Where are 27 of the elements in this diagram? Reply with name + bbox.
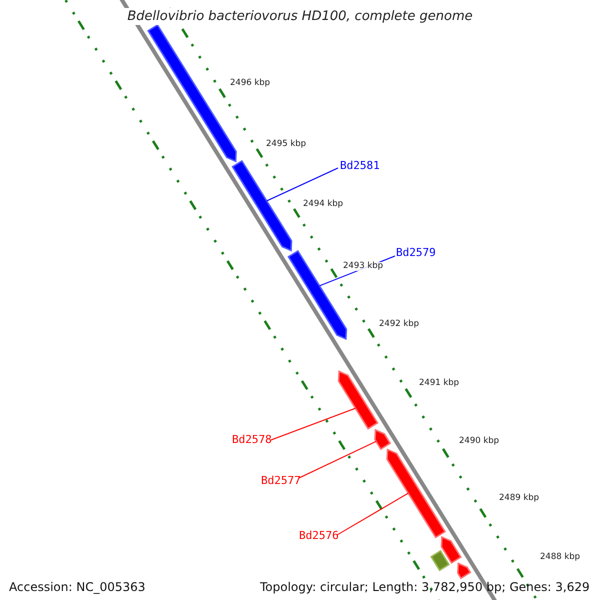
gene-block bbox=[338, 370, 379, 430]
scale-label: 2491 kbp bbox=[419, 379, 460, 388]
gene-label: Bd2578 bbox=[232, 434, 272, 445]
scale-label: 2496 kbp bbox=[230, 79, 270, 88]
scale-label: 2494 kbp bbox=[303, 200, 344, 208]
scale-label: 2489 kbp bbox=[499, 494, 540, 502]
scale-label: 2493 kbp bbox=[343, 262, 384, 270]
gene-block bbox=[386, 448, 446, 538]
scale-label: 2495 kbp bbox=[266, 140, 306, 148]
scale-label: 2490 kbp bbox=[459, 437, 500, 446]
gene-block bbox=[457, 562, 472, 580]
leader-line bbox=[336, 492, 409, 536]
gene-block bbox=[440, 536, 462, 564]
accession-text: Accession: NC_005363 bbox=[9, 581, 146, 593]
gene-block bbox=[430, 550, 450, 572]
leader-line bbox=[298, 440, 377, 478]
scale-label: 2488 kbp bbox=[540, 553, 580, 562]
gene-block bbox=[232, 160, 292, 252]
gene-block bbox=[374, 428, 392, 450]
scale-label: 2492 kbp bbox=[379, 320, 420, 328]
gene-label: Bd2579 bbox=[396, 247, 436, 258]
gene-label: Bd2576 bbox=[299, 530, 339, 541]
gene-label: Bd2581 bbox=[340, 160, 380, 171]
leader-line bbox=[270, 408, 356, 440]
leader-line bbox=[266, 168, 338, 202]
genome-summary: Topology: circular; Length: 3,782,950 bp; Genes: 3,629 bbox=[260, 581, 590, 593]
gene-label: Bd2577 bbox=[261, 475, 301, 486]
